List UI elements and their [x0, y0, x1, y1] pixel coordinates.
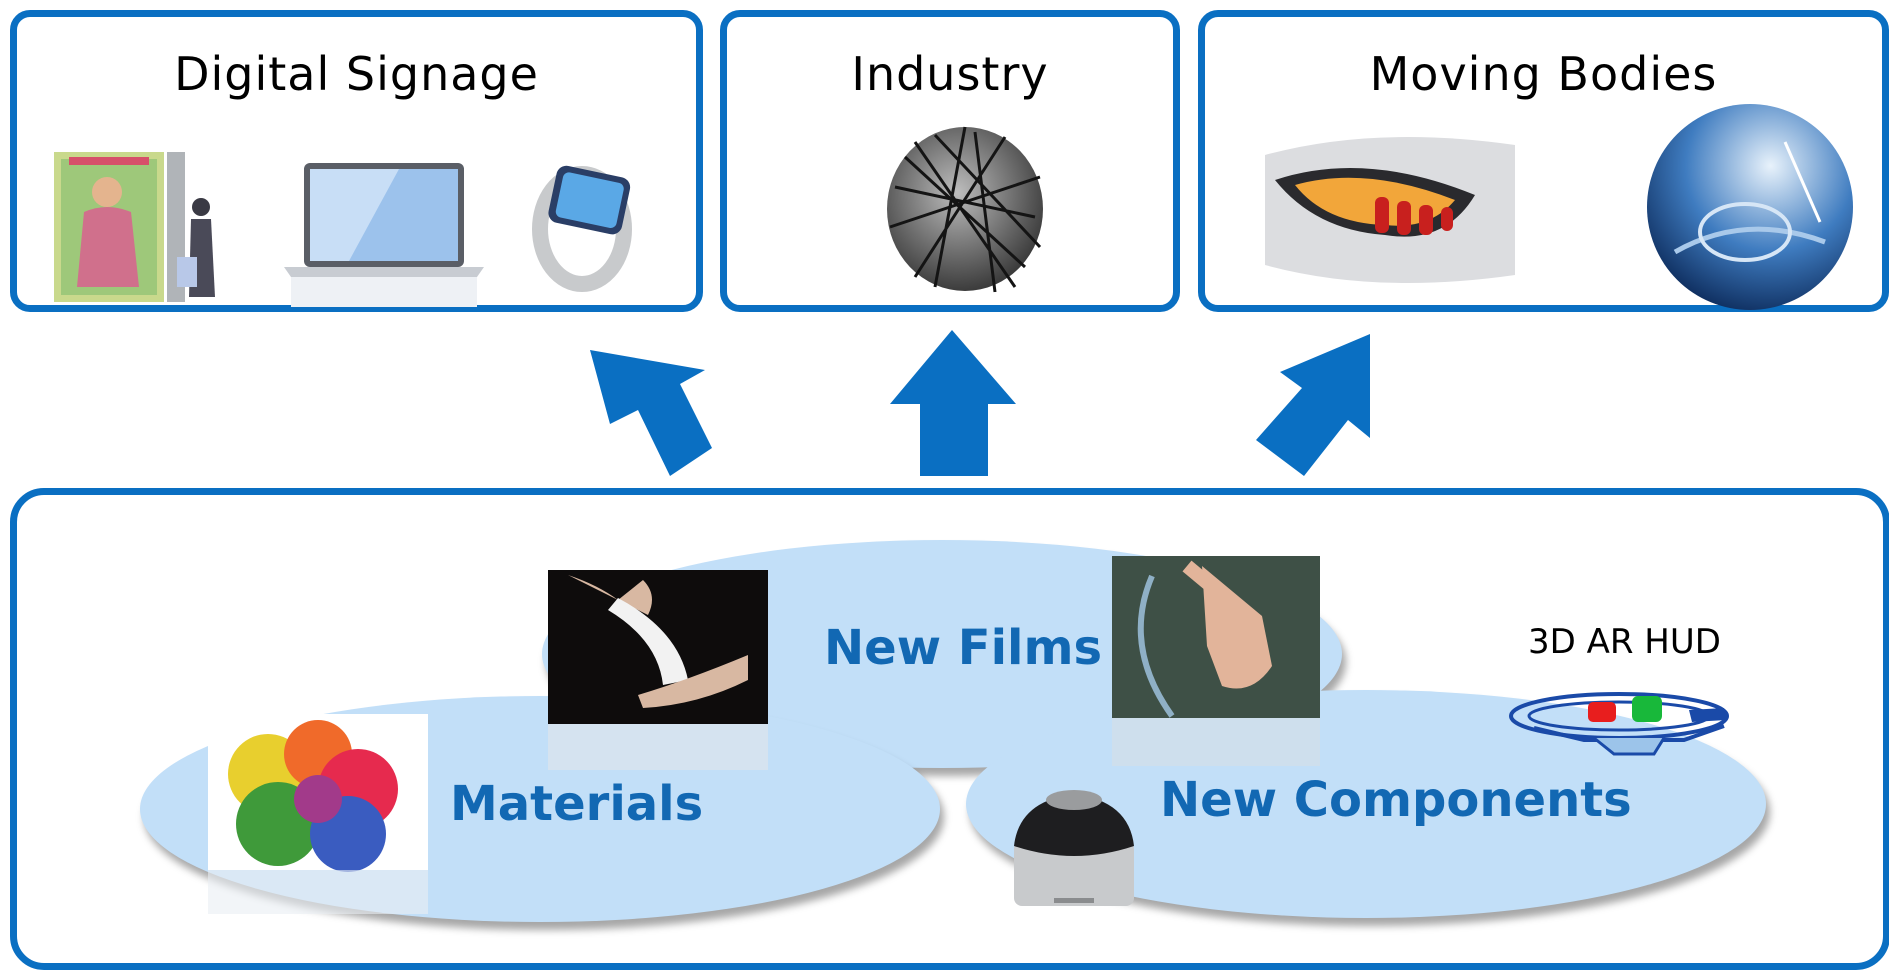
arrow-to-industry	[888, 328, 1018, 478]
arrow-to-digital-signage	[580, 330, 720, 480]
moving-bodies-title: Moving Bodies	[1369, 47, 1718, 101]
arrow-to-moving-bodies	[1240, 330, 1380, 480]
digital-signage-box: Digital Signage	[10, 10, 703, 312]
moving-bodies-box: Moving Bodies	[1198, 10, 1889, 312]
sensor-component-image	[1004, 786, 1154, 916]
flexible-film-image	[548, 570, 768, 770]
smartwatch-image	[527, 159, 647, 299]
poster-kiosk-image	[49, 147, 229, 307]
new-components-label: New Components	[1160, 772, 1632, 828]
new-films-label: New Films	[824, 620, 1103, 676]
digital-signage-title: Digital Signage	[174, 47, 539, 101]
industry-box: Industry	[720, 10, 1180, 312]
industry-title: Industry	[851, 47, 1049, 101]
laptop-image	[279, 155, 489, 315]
color-powder-image	[208, 714, 428, 914]
hud-label: 3D AR HUD	[1528, 622, 1721, 662]
hud-diagram-image	[1504, 690, 1744, 760]
touch-panel-image	[1112, 556, 1320, 766]
materials-label: Materials	[450, 776, 704, 832]
car-tail-light-image	[1255, 125, 1525, 295]
car-interior-image	[1645, 102, 1855, 312]
industry-sphere-image	[875, 117, 1055, 297]
